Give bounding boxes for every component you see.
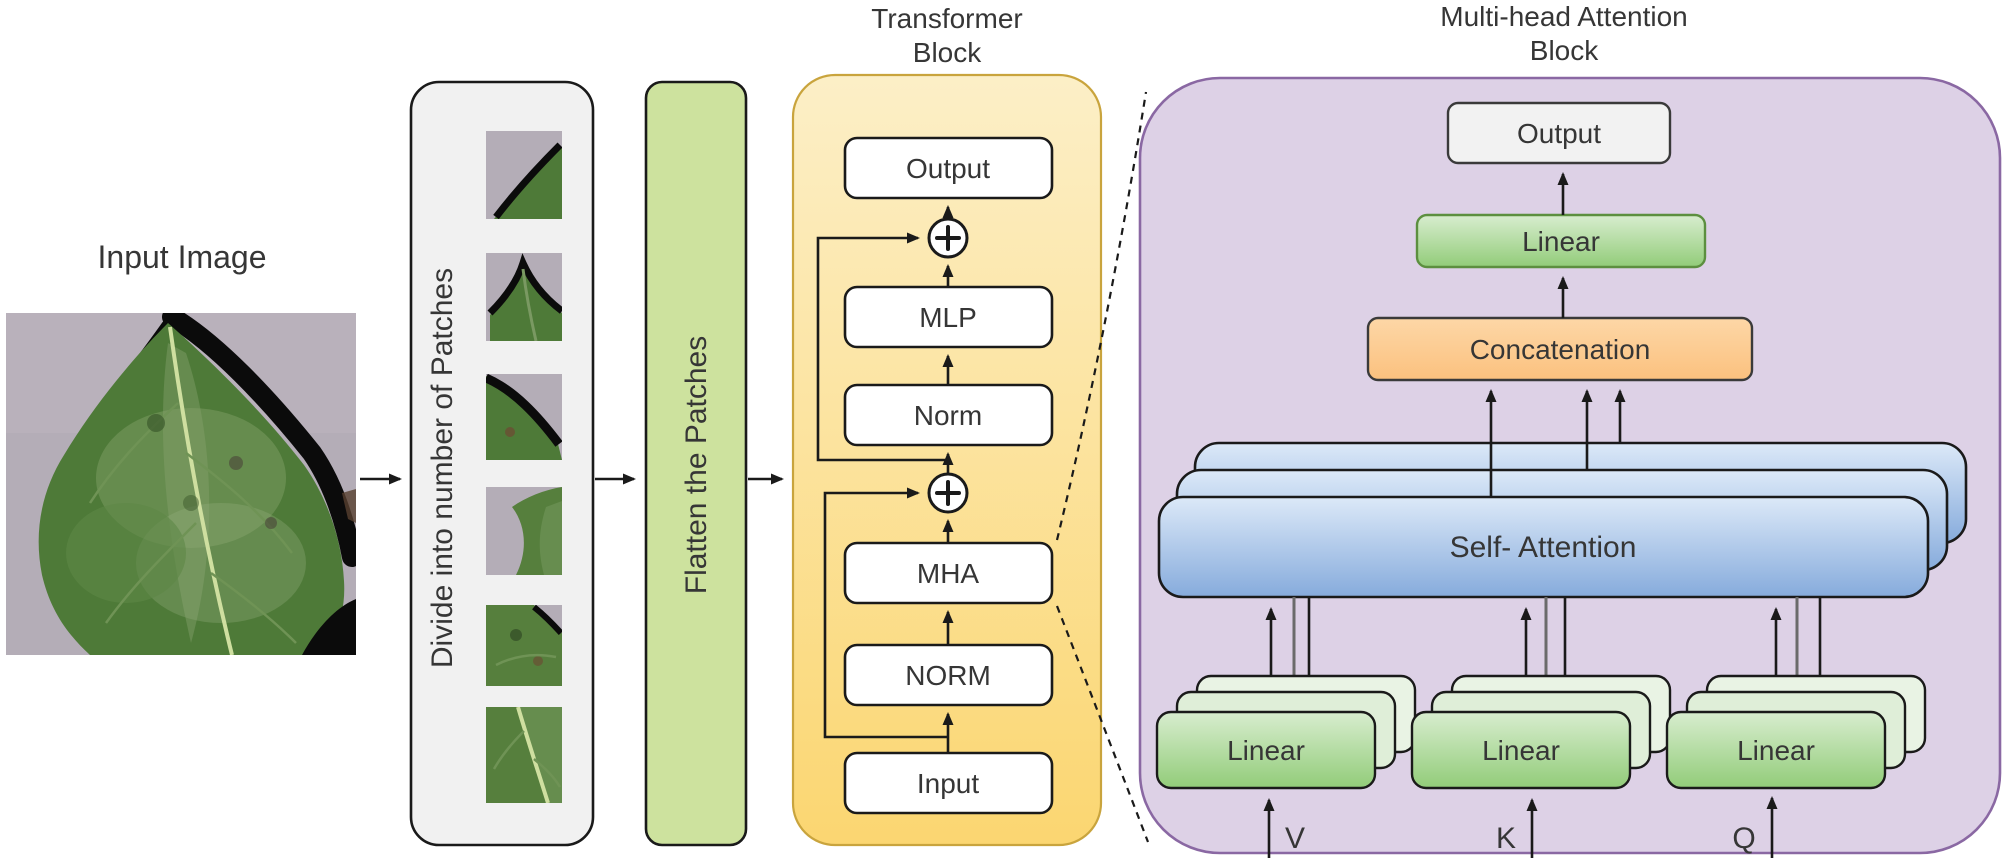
linear-stack-v: Linear (1155, 597, 1417, 790)
add-icon-upper (927, 217, 969, 259)
leaf-photo (6, 313, 356, 655)
attention-title-line1: Multi-head Attention (1440, 1, 1688, 32)
add-icon-lower (927, 472, 969, 514)
mha-box (843, 541, 1054, 605)
dashed-guide-top (1055, 91, 1148, 541)
skip-connection-lower (823, 487, 948, 739)
linear-stack-k: Linear (1410, 597, 1672, 790)
linear-v-label: Linear (1227, 735, 1305, 766)
output-box-label: Output (906, 153, 990, 184)
mha-box-label: MHA (917, 558, 980, 589)
linear-k-box-front (1410, 710, 1632, 790)
transformer-title-line1: Transformer (871, 3, 1022, 34)
norm-caps-box (843, 643, 1054, 707)
leaf-midrib (168, 326, 234, 655)
attention-linear-box (1415, 213, 1707, 269)
output-box (843, 136, 1054, 200)
self-attention-stack: Self- Attention (1157, 441, 1968, 599)
transformer-title-line2: Block (913, 37, 982, 68)
flatten-bar-label: Flatten the Patches (680, 336, 713, 595)
linear-q-label: Linear (1737, 735, 1815, 766)
input-box (843, 751, 1054, 815)
attention-output-box (1446, 101, 1672, 165)
skip-connection-upper (816, 232, 948, 462)
v-label: V (1285, 822, 1305, 855)
patch-panel-label: Divide into number of Patches (426, 268, 459, 668)
input-image-label: Input Image (98, 239, 267, 275)
patch-6 (486, 707, 562, 803)
linear-q-box-front (1665, 710, 1887, 790)
linear-stack-q: Linear (1665, 597, 1927, 790)
mlp-box (843, 285, 1054, 349)
dashed-guide-bottom (1055, 605, 1150, 843)
patch-4 (486, 487, 562, 575)
linear-v-box-front (1155, 710, 1377, 790)
k-label: K (1496, 822, 1516, 855)
norm-box (843, 383, 1054, 447)
concatenation-box (1366, 316, 1754, 382)
norm-caps-box-label: NORM (905, 660, 991, 691)
leaf-shadow (162, 313, 356, 567)
patch-2 (486, 253, 562, 341)
patch-1 (486, 131, 562, 219)
q-label: Q (1732, 822, 1755, 855)
norm-box-label: Norm (914, 400, 982, 431)
concatenation-label: Concatenation (1470, 334, 1651, 365)
flatten-bar (644, 80, 748, 847)
patch-5 (486, 605, 562, 686)
self-attention-box-front (1157, 495, 1930, 599)
attention-output-label: Output (1517, 118, 1601, 149)
transformer-boxes: Output MLP Norm MHA NORM Input (843, 136, 1054, 815)
mlp-box-label: MLP (919, 302, 977, 333)
patch-3 (486, 374, 562, 460)
self-attention-label: Self- Attention (1450, 531, 1637, 564)
attention-linear-label: Linear (1522, 226, 1600, 257)
linear-k-label: Linear (1482, 735, 1560, 766)
input-box-label: Input (917, 768, 979, 799)
attention-title-line2: Block (1530, 35, 1599, 66)
